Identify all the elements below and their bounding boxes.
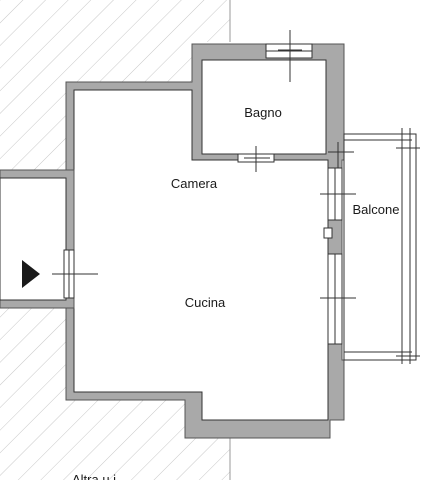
room-label-balcone: Balcone xyxy=(353,202,400,217)
bathroom-window xyxy=(265,30,313,82)
room-label-camera: Camera xyxy=(171,176,218,191)
entrance xyxy=(0,169,98,309)
balcony-door-upper xyxy=(320,142,356,239)
room-label-bagno: Bagno xyxy=(244,105,282,120)
balcony-door-lower xyxy=(320,253,356,345)
interior xyxy=(73,59,329,421)
balcony xyxy=(343,128,420,364)
room-label-cucina: Cucina xyxy=(185,295,226,310)
bathroom-door xyxy=(237,146,275,172)
entrance-arrow-icon xyxy=(22,260,40,288)
other-unit-label: Altra u.i. xyxy=(72,472,120,480)
